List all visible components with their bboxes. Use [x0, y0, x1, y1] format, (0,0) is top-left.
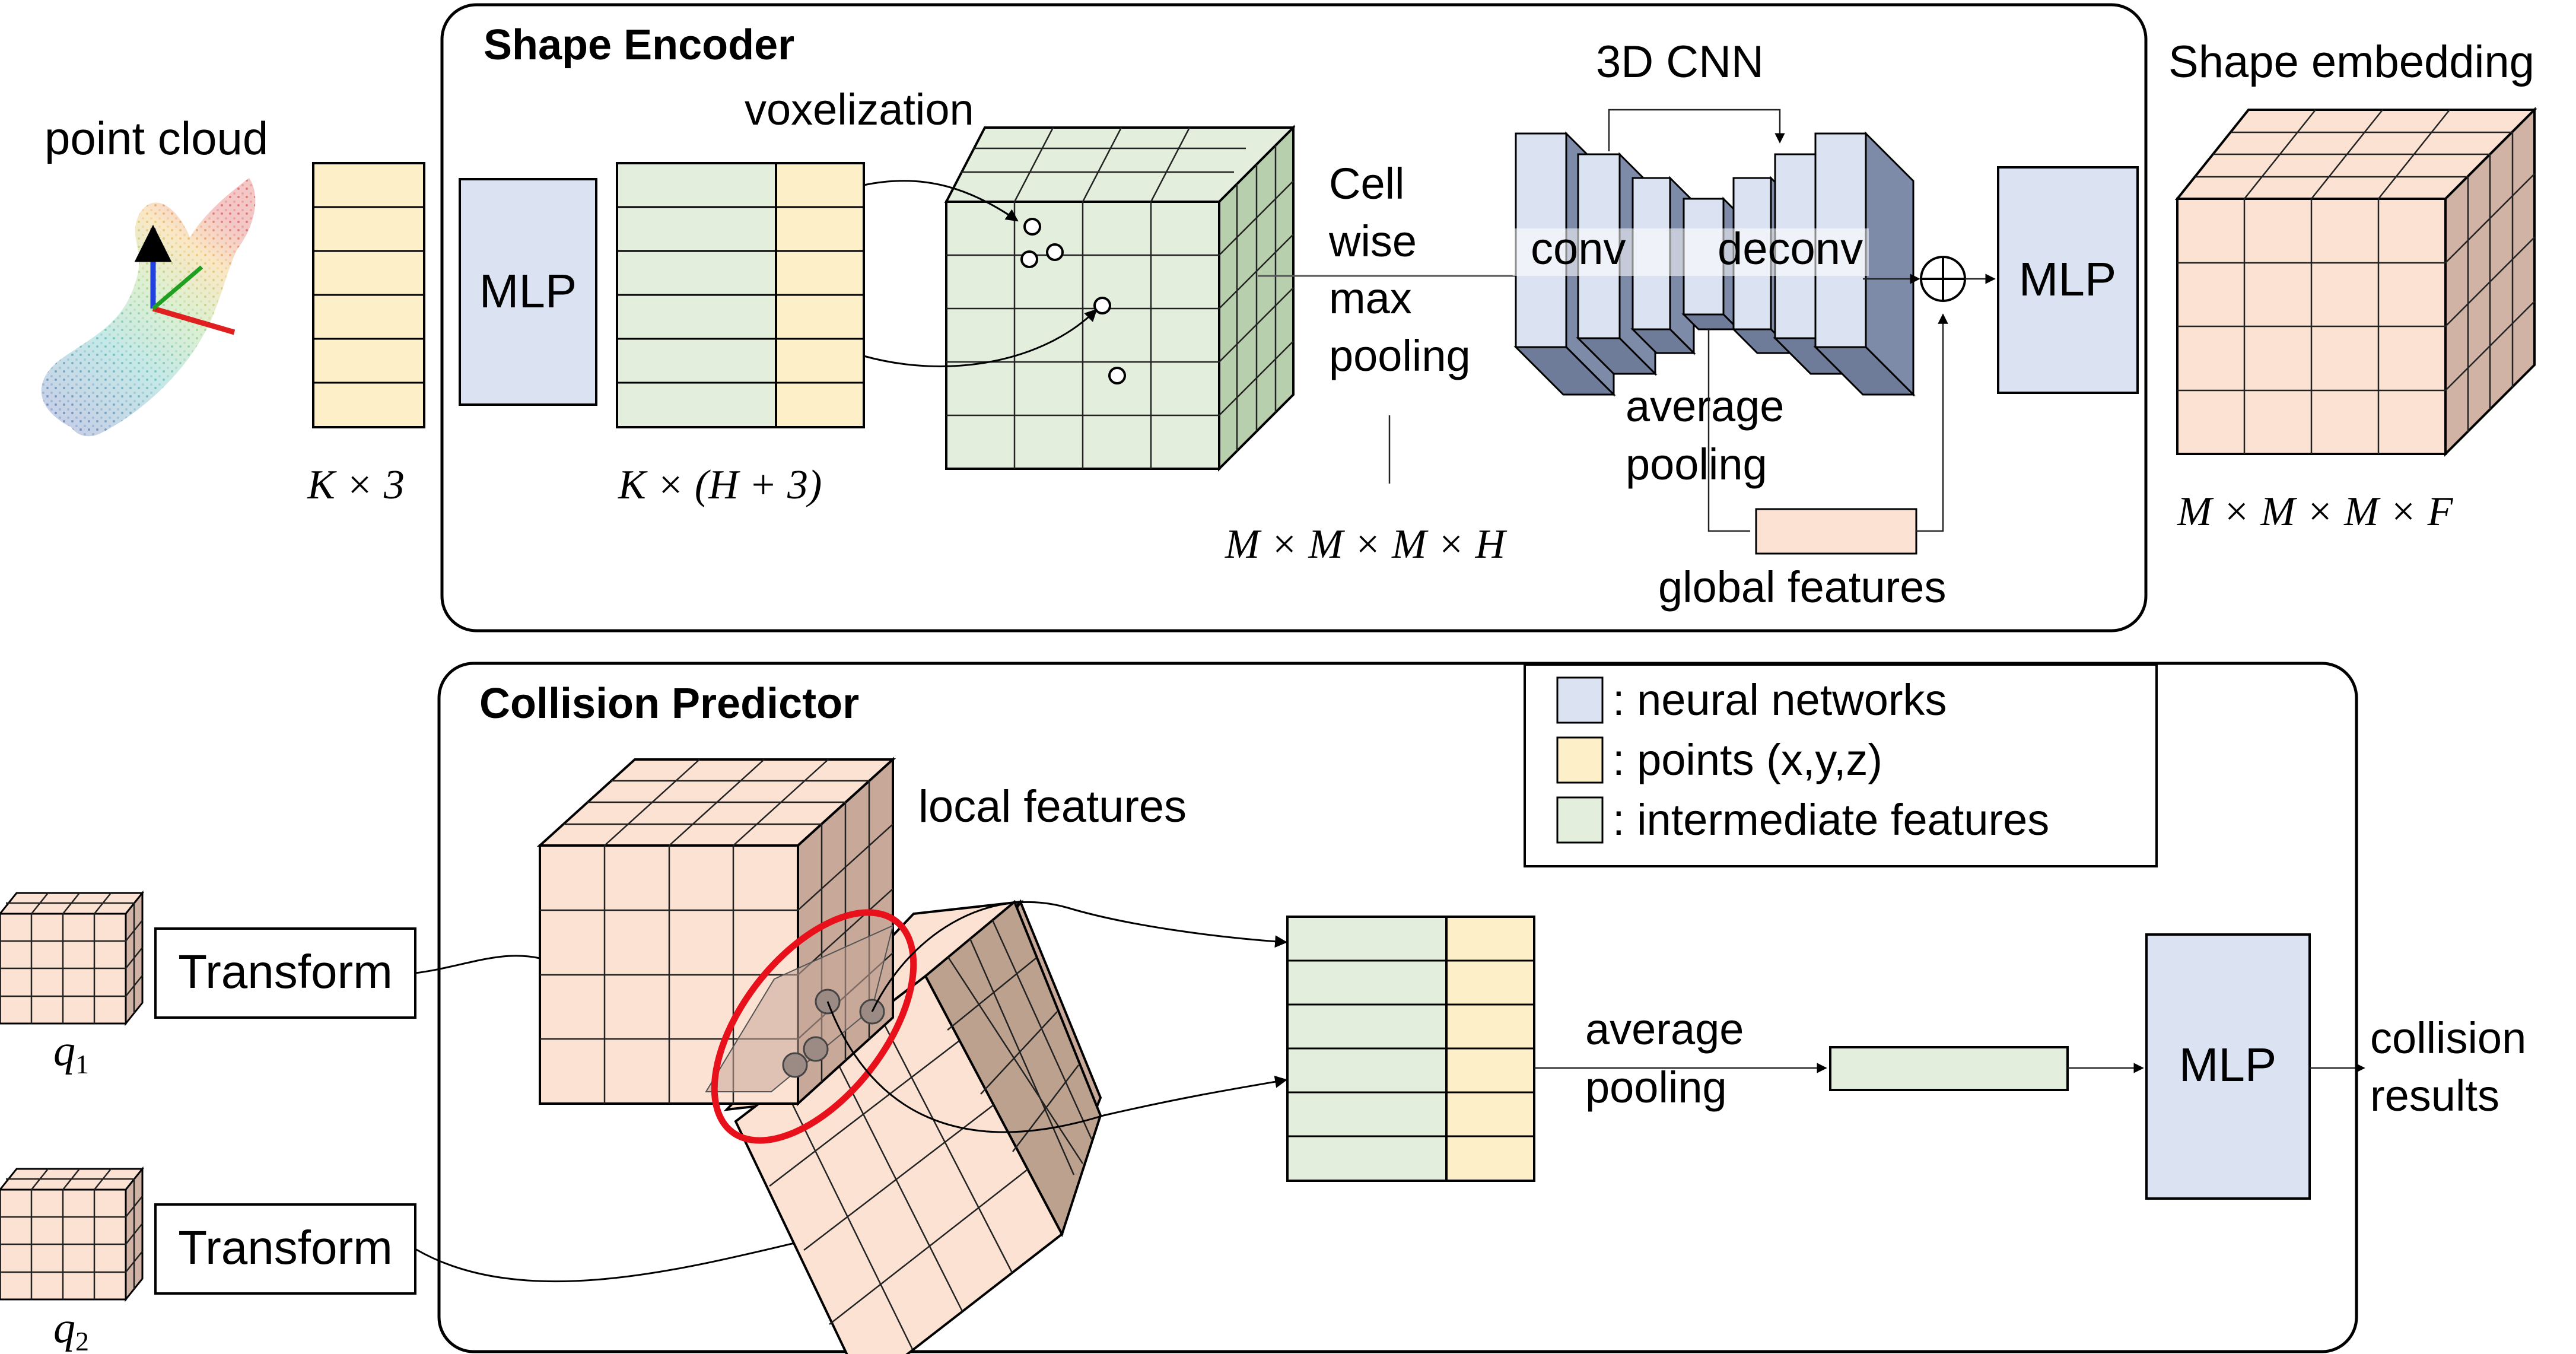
q2-cube: q2: [0, 1166, 145, 1354]
legend-item-intermediate-features: : intermediate features: [1556, 795, 2049, 844]
pred-avg-pooling-line1: average: [1585, 1005, 1744, 1054]
cell-wise-line3: max: [1329, 274, 1412, 323]
shape-encoder-title: Shape Encoder: [484, 21, 794, 69]
shape-embedding-cube: Shape embedding M × M × M × F: [2168, 37, 2537, 535]
transform-2-label: Transform: [178, 1221, 393, 1274]
embedding-dim-label: M × M × M × F: [2177, 489, 2454, 535]
points-dim-label: K × 3: [307, 462, 405, 508]
cell-wise-line1: Cell: [1329, 159, 1404, 208]
collision-results: collision results: [2370, 1013, 2526, 1120]
highlight-ellipse: [711, 909, 917, 1144]
q2-symbol: q2: [53, 1304, 89, 1354]
mlp-2: MLP: [1997, 166, 2139, 394]
conv-label: conv: [1531, 224, 1626, 274]
gathered-features-table: [1286, 916, 1535, 1182]
mlp-3: MLP: [2145, 933, 2365, 1200]
point-cloud-label: point cloud: [44, 112, 268, 164]
pooled-feature-box: [1829, 1046, 2069, 1091]
local-features-label: local features: [918, 781, 1187, 832]
q1-cube: q1: [0, 890, 145, 1079]
collision-predictor-title: Collision Predictor: [479, 680, 859, 727]
collision-results-line1: collision: [2370, 1013, 2526, 1063]
mlp-1-label: MLP: [479, 265, 577, 317]
legend-label-points: : points (x,y,z): [1613, 735, 1882, 784]
voxel-dim-label: M × M × M × H: [1225, 522, 1508, 567]
global-features-label: global features: [1658, 562, 1946, 612]
intersection-region: [705, 909, 917, 1144]
point-cloud: point cloud: [41, 112, 268, 437]
collision-predictor-panel: Collision Predictor: [437, 662, 2358, 1353]
voxel-grid: [944, 125, 1296, 472]
legend-item-points: : points (x,y,z): [1556, 735, 1882, 784]
sum-node: [1863, 256, 1996, 302]
legend: : neural networks : points (x,y,z) : int…: [1524, 663, 2158, 867]
average-pooling: average pooling: [1534, 1005, 2144, 1112]
legend-label-intermediate-features: : intermediate features: [1613, 795, 2049, 844]
points-column: K × 3: [307, 162, 425, 508]
avg-pooling-line1: average: [1626, 382, 1784, 431]
transform-box-2: Transform: [154, 1203, 416, 1295]
features-dim-label: K × (H + 3): [618, 462, 822, 508]
cell-wise-max-pooling: Cell wise max pooling M × M × M × H: [1225, 159, 1508, 567]
collision-results-line2: results: [2370, 1071, 2499, 1120]
transform-1-label: Transform: [178, 945, 393, 998]
point-features-table: K × (H + 3) voxelization: [616, 85, 974, 508]
legend-item-neural-networks: : neural networks: [1556, 675, 1947, 724]
shape-encoder-panel: Shape Encoder: [440, 3, 2148, 632]
voxelization-label: voxelization: [745, 85, 974, 134]
global-features-branch: average pooling global features: [1626, 313, 1948, 612]
cnn-3d: 3D CNN: [1513, 37, 1916, 397]
cell-wise-line4: pooling: [1329, 331, 1471, 380]
avg-pooling-line2: pooling: [1626, 440, 1767, 489]
deconv-label: deconv: [1718, 224, 1863, 274]
legend-label-neural-networks: : neural networks: [1613, 675, 1947, 724]
global-features-box: [1755, 508, 1917, 555]
mlp-1: MLP: [459, 178, 597, 406]
mlp-2-label: MLP: [2019, 253, 2117, 306]
shape-embedding-title: Shape embedding: [2168, 37, 2534, 87]
mlp-3-label: MLP: [2179, 1038, 2277, 1091]
transform-box-1: Transform: [154, 927, 416, 1019]
pred-avg-pooling-line2: pooling: [1585, 1063, 1727, 1112]
q1-symbol: q1: [53, 1026, 89, 1079]
cell-wise-line2: wise: [1328, 217, 1417, 266]
cnn-title: 3D CNN: [1596, 37, 1764, 87]
